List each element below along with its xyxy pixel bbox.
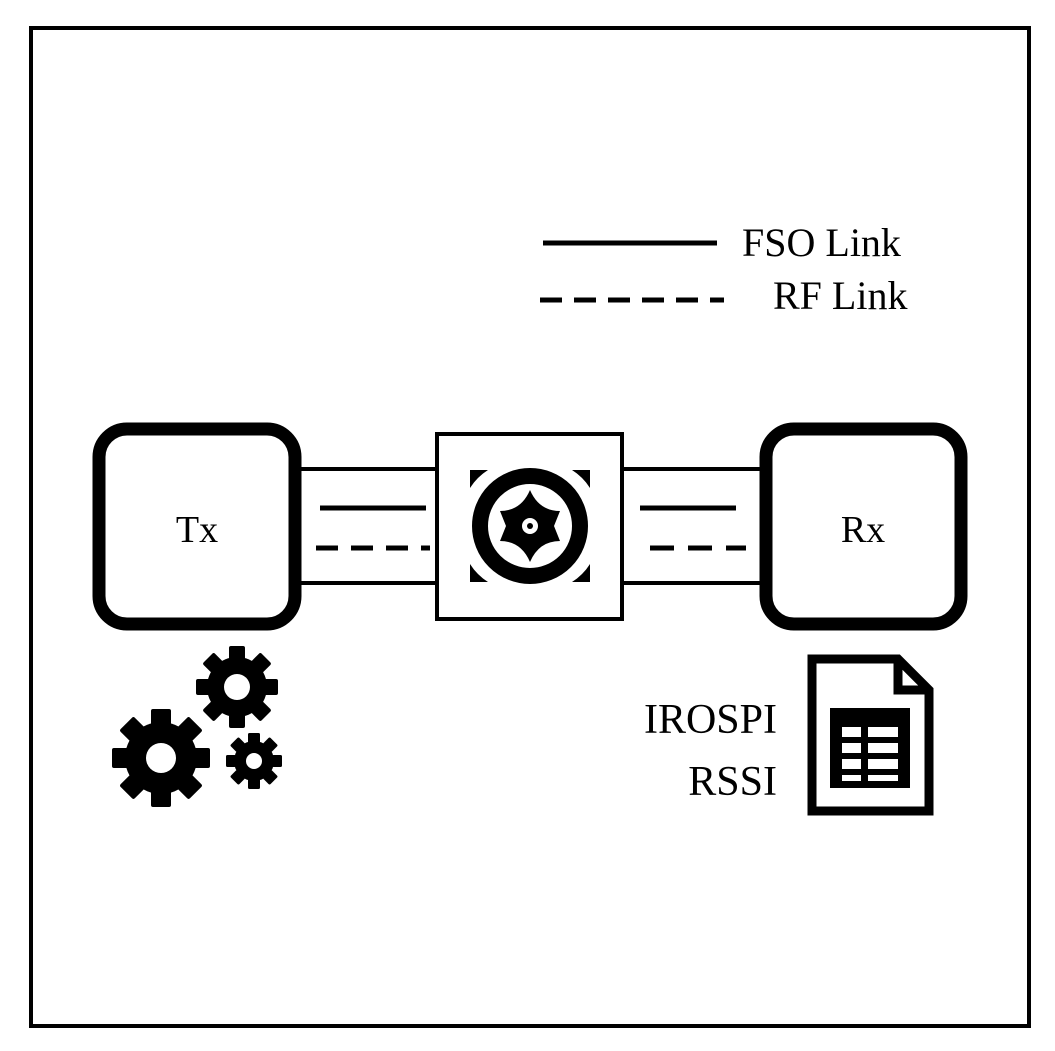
- metric-irospi-label: IROSPI: [644, 697, 777, 743]
- rx-node: Rx: [759, 422, 968, 631]
- spreadsheet-document-icon: [807, 654, 934, 816]
- gear-small-icon: [226, 733, 282, 789]
- rx-label: Rx: [841, 509, 885, 551]
- tx-label: Tx: [176, 509, 218, 551]
- link-channel-right: [622, 467, 768, 585]
- gear-large-icon: [112, 709, 210, 807]
- legend-fso-label: FSO Link: [742, 220, 901, 265]
- channel-turbulence-icon: [470, 468, 590, 584]
- gear-medium-icon: [196, 646, 278, 728]
- legend: FSO Link RF Link: [540, 220, 907, 318]
- metrics-labels: IROSPI RSSI: [644, 697, 777, 805]
- tx-node: Tx: [92, 422, 302, 631]
- link-channel-left: [295, 467, 437, 585]
- metric-rssi-label: RSSI: [688, 759, 777, 805]
- legend-rf-label: RF Link: [773, 273, 907, 318]
- channel-node: [435, 432, 624, 621]
- gears-icon: [112, 646, 282, 807]
